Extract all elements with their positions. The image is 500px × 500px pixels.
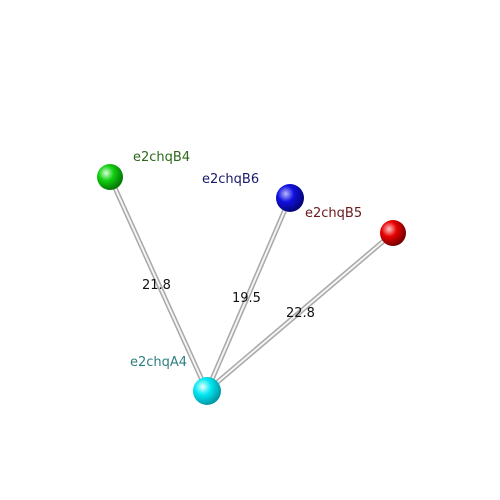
edge-a4-b6-distance: 19.5 [232, 291, 261, 306]
node-b4[interactable] [97, 164, 123, 190]
node-b5-label: e2chqB5 [305, 206, 362, 221]
edge-a4-b5-distance: 22.8 [286, 306, 315, 321]
edge-a4-b6 [204, 195, 293, 394]
node-b6-label: e2chqB6 [202, 172, 259, 187]
edge-a4-b4 [107, 174, 210, 394]
node-a4[interactable] [193, 377, 221, 405]
node-a4-label: e2chqA4 [130, 355, 187, 370]
node-b4-label: e2chqB4 [133, 150, 190, 165]
edge-a4-b5 [204, 230, 396, 394]
node-b5[interactable] [380, 220, 406, 246]
edge-a4-b4-distance: 21.8 [142, 278, 171, 293]
node-b6[interactable] [276, 184, 304, 212]
